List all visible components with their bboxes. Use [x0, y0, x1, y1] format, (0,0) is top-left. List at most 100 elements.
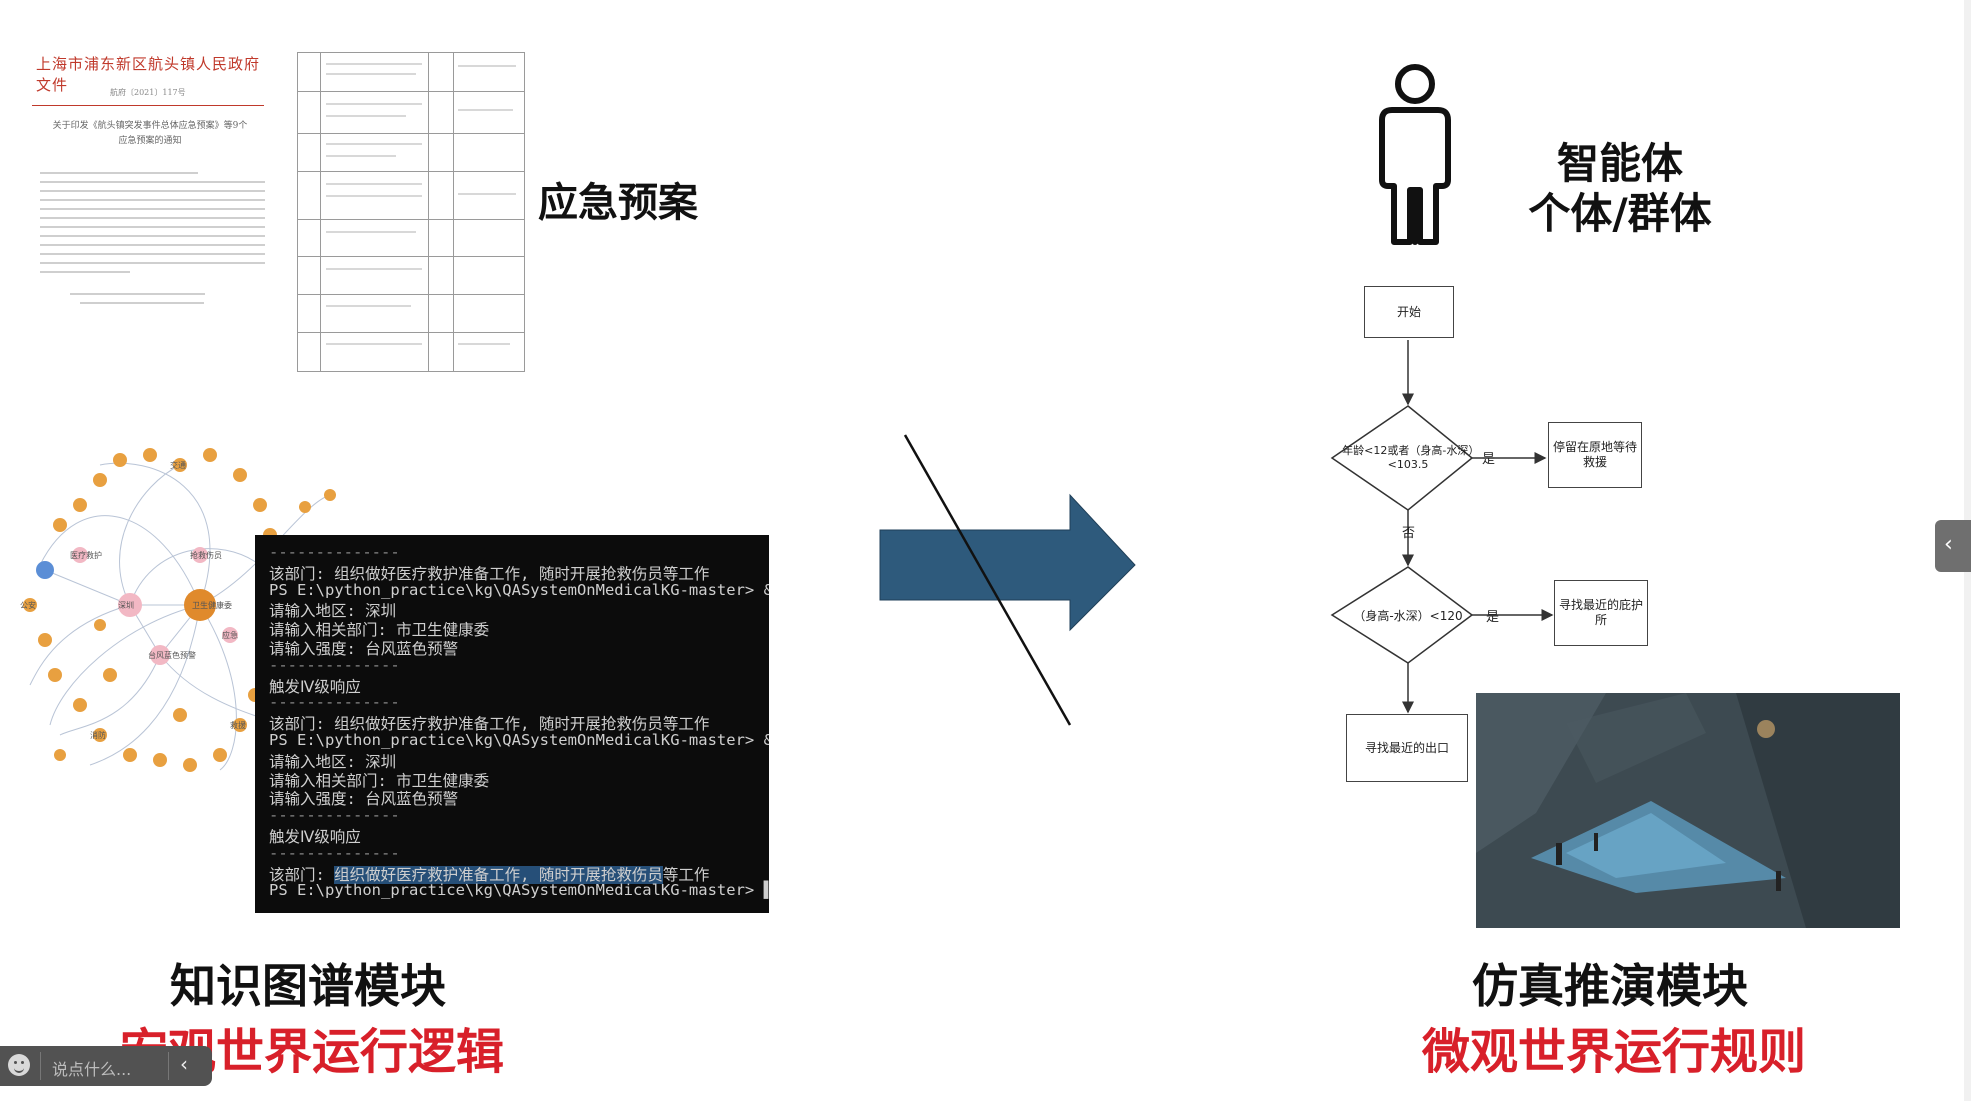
right-arrow-icon [879, 493, 1136, 632]
graph-node [54, 749, 66, 761]
terminal-line: PS E:\python_practice\kg\QASystemOnMedic… [269, 881, 769, 900]
terminal-window: -------------- 该部门: 组织做好医疗救护准备工作, 随时开展抢救伤… [255, 535, 769, 913]
graph-node [150, 645, 170, 665]
graph-node-label: 应急 [222, 630, 238, 640]
graph-node [118, 593, 142, 617]
graph-node [53, 518, 67, 532]
flowchart-no-1: 否 [1402, 526, 1416, 541]
terminal-line: -------------- [269, 693, 400, 712]
agent-title: 智能体 [1556, 139, 1683, 188]
terminal-line: 请输入地区: 深圳 [269, 752, 397, 771]
graph-node [38, 633, 52, 647]
side-panel-toggle[interactable]: ‹ [1935, 520, 1971, 572]
knowledge-graph-image: 卫生健康委 深圳 台风蓝色预警 医疗救护 抢救伤员 应急 交通 公安 消防 救援 [20, 448, 336, 772]
graph-node [93, 728, 107, 742]
terminal-selection: 组织做好医疗救护准备工作, 随时开展抢救伤员 [334, 865, 663, 884]
decision-flowchart: 开始 年龄<12或者（身高-水深）<103.5 是 停留在原地等待救援 否 （身… [1320, 280, 1680, 800]
emergency-plan-label: 应急预案 [538, 180, 698, 226]
terminal-line: -------------- [269, 806, 400, 825]
graph-node [173, 708, 187, 722]
government-document-image: 上海市浦东新区航头镇人民政府文件 航府〔2021〕117号 关于印发《航头镇突发… [30, 45, 270, 395]
flowchart-yes-1: 是 [1482, 452, 1496, 467]
graph-node [94, 619, 106, 631]
terminal-line: PS E:\python_practice\kg\QASystemOnMedic… [269, 580, 769, 599]
graph-node-label: 救援 [230, 720, 246, 730]
graph-node [48, 668, 62, 682]
terminal-line: 请输入地区: 深圳 [269, 602, 397, 621]
flowchart-action-wait: 停留在原地等待救援 [1548, 422, 1642, 488]
flowchart-action-shelter: 寻找最近的庇护所 [1554, 580, 1648, 646]
terminal-line: -------------- [269, 843, 400, 862]
terminal-line: 请输入强度: 台风蓝色预警 [269, 640, 459, 658]
flowchart-condition-1: 年龄<12或者（身高-水深）<103.5 [1342, 444, 1474, 471]
terminal-line: -------------- [269, 655, 400, 674]
graph-node [299, 501, 311, 513]
terminal-line: PS E:\python_practice\kg\QASystemOnMedic… [269, 731, 769, 749]
graph-node [192, 547, 208, 563]
chevron-left-icon[interactable]: ‹ [180, 1052, 188, 1076]
terminal-line: 触发Ⅳ级响应 [269, 677, 361, 696]
graph-node-label: 消防 [90, 730, 106, 740]
terminal-line: 该部门: 组织做好医疗救护准备工作, 随时开展抢救伤员等工作 [269, 564, 710, 583]
terminal-line: 请输入相关部门: 市卫生健康委 [269, 771, 490, 790]
graph-node [324, 489, 336, 501]
chat-input-bar[interactable]: 说点什么... ‹ [0, 1046, 212, 1086]
emoji-icon[interactable] [8, 1054, 30, 1076]
chat-divider [168, 1052, 169, 1080]
agent-subtitle: 个体/群体 [1528, 189, 1712, 238]
blocked-arrow [879, 434, 1136, 726]
graph-node [153, 753, 167, 767]
graph-node [113, 453, 127, 467]
graph-node [73, 698, 87, 712]
graph-node [203, 448, 217, 462]
document-subject: 关于印发《航头镇突发事件总体应急预案》等9个应急预案的通知 [52, 121, 248, 146]
strike-line [903, 434, 1072, 726]
simulation-screenshot [1476, 693, 1900, 928]
terminal-line: 该部门: 组织做好医疗救护准备工作, 随时开展抢救伤员等工作 [269, 865, 710, 884]
graph-node [36, 561, 54, 579]
document-body [40, 165, 265, 311]
terminal-line: 请输入强度: 台风蓝色预警 [269, 790, 459, 809]
document-number: 航府〔2021〕117号 [110, 88, 186, 97]
graph-nodes [23, 448, 336, 772]
chevron-left-icon: ‹ [1944, 532, 1953, 557]
chat-placeholder[interactable]: 说点什么... [52, 1060, 132, 1079]
graph-node-label: 卫生健康委 [192, 600, 232, 610]
simulation-module-subtitle: 微观世界运行规则 [1422, 1024, 1807, 1080]
flowchart-condition-2: （身高-水深）<120 [1353, 609, 1463, 623]
graph-node [233, 468, 247, 482]
graph-node [253, 498, 267, 512]
knowledge-graph-module-title: 知识图谱模块 [170, 959, 446, 1013]
document-title: 上海市浦东新区航头镇人民政府文件 [36, 55, 261, 94]
graph-node-label: 医疗救护 [70, 550, 102, 560]
flowchart-connectors [1330, 340, 1554, 714]
graph-node-label: 公安 [20, 600, 36, 610]
graph-node [143, 448, 157, 462]
graph-node [184, 589, 216, 621]
graph-node-label: 深圳 [118, 600, 134, 610]
terminal-line: 触发Ⅳ级响应 [269, 828, 361, 846]
chat-divider [40, 1052, 41, 1080]
flowchart-action-exit: 寻找最近的出口 [1346, 714, 1468, 782]
document-divider [32, 105, 264, 106]
graph-node [93, 473, 107, 487]
graph-node [23, 598, 37, 612]
document-table-image [297, 52, 525, 372]
flowchart-yes-2: 是 [1486, 610, 1500, 625]
simulation-module-title: 仿真推演模块 [1472, 959, 1748, 1013]
graph-node [213, 748, 227, 762]
terminal-line: 请输入相关部门: 市卫生健康委 [269, 621, 490, 640]
graph-node [123, 748, 137, 762]
graph-node-label: 台风蓝色预警 [148, 650, 196, 660]
graph-node [222, 627, 238, 643]
terminal-line: -------------- [269, 543, 400, 561]
person-icon [1379, 64, 1451, 245]
graph-node [73, 498, 87, 512]
graph-node [183, 758, 197, 772]
graph-node-label: 抢救伤员 [190, 550, 222, 560]
graph-node [72, 547, 88, 563]
terminal-line: 该部门: 组织做好医疗救护准备工作, 随时开展抢救伤员等工作 [269, 715, 710, 734]
graph-node [103, 668, 117, 682]
graph-node-label: 交通 [170, 460, 186, 470]
graph-node [173, 458, 187, 472]
